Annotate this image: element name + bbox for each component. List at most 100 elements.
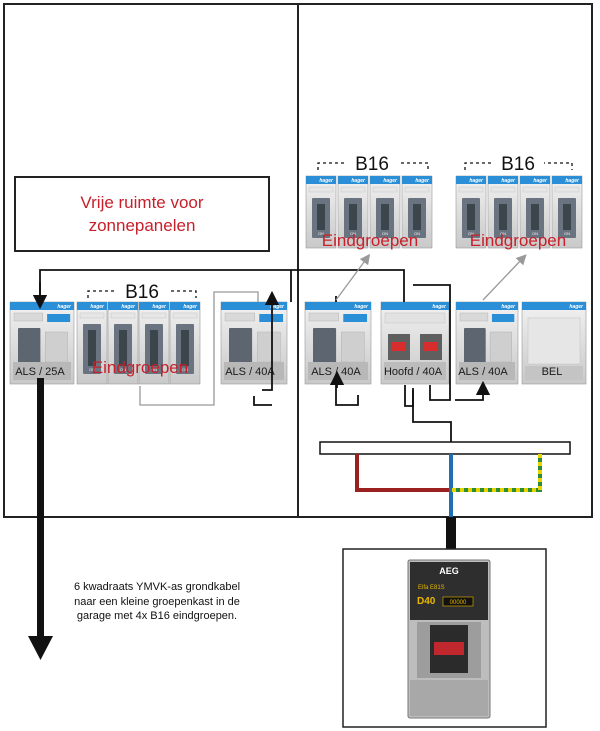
brand-label: hager [569, 304, 584, 310]
ground-cable [37, 378, 44, 638]
toggle-lever [531, 204, 539, 230]
brand-label: hager [152, 304, 167, 310]
group-wiring [139, 253, 527, 406]
toggle-lever [413, 204, 421, 230]
aeg-code: 00000 [450, 600, 467, 606]
on-label: ON [318, 231, 324, 236]
b16-label: B16 [125, 282, 159, 303]
toggle-lever [563, 204, 571, 230]
toggle-lever [150, 330, 158, 366]
brand-label: hager [270, 304, 285, 310]
earth-wire-stripe [451, 454, 542, 492]
label-bel: BEL [542, 366, 563, 378]
brand-label: hager [565, 178, 580, 184]
note-line3: garage met 4x B16 eindgroepen. [76, 610, 238, 622]
label-hoofd-40: Hoofd / 40A [384, 366, 443, 378]
eindgroepen-label-top-center: Eindgroepen [322, 231, 418, 250]
label-als-40-left: ALS / 40A [225, 366, 275, 378]
aeg-model: Elfa E81S [418, 585, 445, 591]
aeg-breaker: AEG Elfa E81S D40 00000 [407, 559, 491, 719]
on-label: ON [382, 231, 388, 236]
on-label: ON [414, 231, 420, 236]
eindgroepen-label-top-right: Eindgroepen [470, 231, 566, 250]
brand-label: hager [351, 178, 366, 184]
toggle-lever [88, 330, 96, 366]
on-label: ON [350, 231, 356, 236]
toggle-lever [499, 204, 507, 230]
main-feed [412, 388, 452, 442]
toggle-lever [18, 328, 41, 364]
rcd-als-40-mid: hager [304, 301, 372, 385]
label-als-25: ALS / 25A [15, 366, 65, 378]
brand-label: hager [183, 304, 198, 310]
brand-label: hager [432, 304, 447, 310]
on-label: ON [89, 367, 95, 372]
note-line1: 6 kwadraats YMVK-as grondkabel [73, 581, 241, 593]
brand-label: hager [501, 304, 516, 310]
on-label: ON [120, 367, 126, 372]
rcd-als-25: hager [9, 301, 75, 385]
brand-label: hager [57, 304, 72, 310]
on-label: ON [151, 367, 157, 372]
toggle-lever [229, 328, 253, 364]
toggle-lever [349, 204, 357, 230]
toggle-lever [317, 204, 325, 230]
ground-cable-arrowhead [28, 636, 53, 660]
on-label: ON [564, 231, 570, 236]
rcd-als-40-left: hager [220, 301, 288, 385]
toggle-lever [381, 204, 389, 230]
brand-label: hager [319, 178, 334, 184]
brand-label: hager [383, 178, 398, 184]
free-space-box: Vrije ruimte voor zonnepanelen [14, 176, 270, 252]
brand-label: hager [533, 178, 548, 184]
on-label: ON [468, 231, 474, 236]
free-space-line2: zonnepanelen [88, 216, 196, 235]
on-label: ON [532, 231, 538, 236]
brand-label: hager [121, 304, 136, 310]
brand-label: hager [90, 304, 105, 310]
toggle-lever [467, 204, 475, 230]
on-label: ON [500, 231, 506, 236]
on-label: ON [182, 367, 188, 372]
toggle-lever [119, 330, 127, 366]
b16-bracket-left: B16 [87, 278, 197, 303]
brand-label: hager [501, 178, 516, 184]
breaker-modules: hagerONhagerONhagerONhagerONhagerONhager… [9, 175, 587, 385]
main-switch-hoofd: hager [380, 301, 450, 385]
brand-label: hager [415, 178, 430, 184]
toggle-lever [464, 328, 486, 364]
b16-label: B16 [355, 154, 389, 175]
free-space-line1: Vrije ruimte voor [80, 193, 204, 212]
toggle-lever [313, 328, 337, 364]
bell-transformer: hager [521, 301, 587, 385]
label-als-40-mid: ALS / 40A [311, 366, 361, 378]
earth-wire [451, 454, 542, 492]
b16-label: B16 [501, 154, 535, 175]
aeg-brand: AEG [439, 566, 459, 576]
label-als-40-right: ALS / 40A [458, 366, 508, 378]
b16-bracket-top-center: B16 [317, 150, 429, 175]
busbar-rail [319, 441, 571, 455]
cable-to-main [446, 517, 456, 549]
rcd-als-40-right: hager [455, 301, 519, 385]
switch-handle [392, 342, 406, 351]
switch-handle [424, 342, 438, 351]
note-line2: naar een kleine groepenkast in de [74, 595, 240, 608]
brand-label: hager [354, 304, 369, 310]
eindgroepen-label-left: Eindgroepen [92, 358, 188, 377]
phase-wire [355, 454, 453, 518]
